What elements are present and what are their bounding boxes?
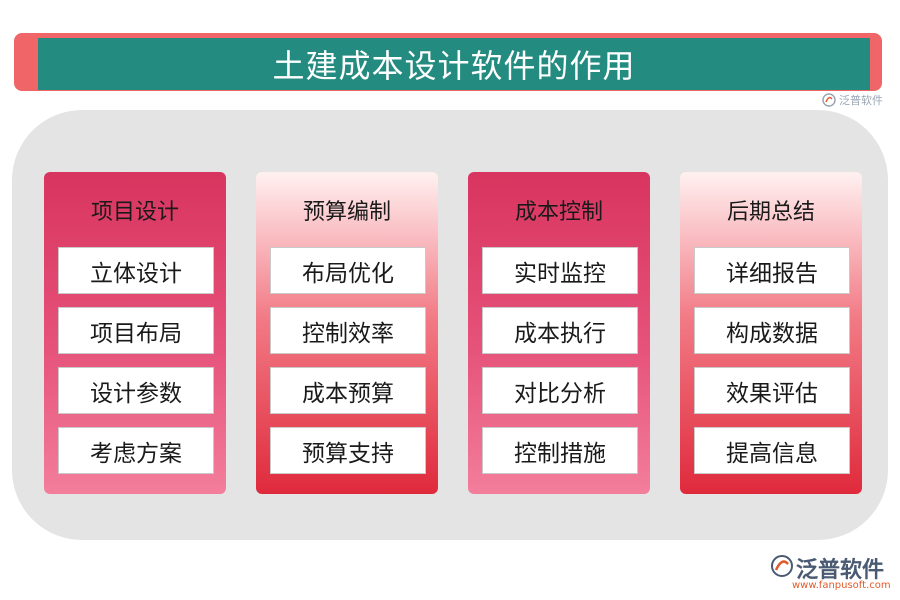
title-banner: 土建成本设计软件的作用 <box>38 38 870 90</box>
logo-icon <box>822 93 836 107</box>
list-item: 考虑方案 <box>58 427 214 474</box>
column-heading: 成本控制 <box>514 200 603 225</box>
column-budget-compilation: 预算编制 布局优化 控制效率 成本预算 预算支持 <box>256 172 438 494</box>
column-final-summary: 后期总结 详细报告 构成数据 效果评估 提高信息 <box>680 172 862 494</box>
list-item: 控制措施 <box>482 427 638 474</box>
page-title: 土建成本设计软件的作用 <box>272 47 636 85</box>
column-heading: 后期总结 <box>726 200 815 225</box>
column-heading: 项目设计 <box>90 200 179 225</box>
list-item: 立体设计 <box>58 247 214 294</box>
column-project-design: 项目设计 立体设计 项目布局 设计参数 考虑方案 <box>44 172 226 494</box>
list-item: 预算支持 <box>270 427 426 474</box>
list-item: 提高信息 <box>694 427 850 474</box>
watermark-logo: 泛普软件 www.fanpusoft.com <box>770 552 892 596</box>
watermark-small: 泛普软件 <box>822 92 883 108</box>
list-item: 详细报告 <box>694 247 850 294</box>
list-item: 设计参数 <box>58 367 214 414</box>
list-item: 成本预算 <box>270 367 426 414</box>
column-cost-control: 成本控制 实时监控 成本执行 对比分析 控制措施 <box>468 172 650 494</box>
list-item: 效果评估 <box>694 367 850 414</box>
column-heading: 预算编制 <box>302 200 391 225</box>
list-item: 实时监控 <box>482 247 638 294</box>
list-item: 对比分析 <box>482 367 638 414</box>
list-item: 构成数据 <box>694 307 850 354</box>
watermark-brand: 泛普软件 <box>796 558 885 583</box>
list-item: 项目布局 <box>58 307 214 354</box>
watermark-url: www.fanpusoft.com <box>792 580 891 591</box>
list-item: 布局优化 <box>270 247 426 294</box>
logo-icon <box>771 555 793 577</box>
list-item: 成本执行 <box>482 307 638 354</box>
watermark-small-text: 泛普软件 <box>839 94 883 107</box>
list-item: 控制效率 <box>270 307 426 354</box>
